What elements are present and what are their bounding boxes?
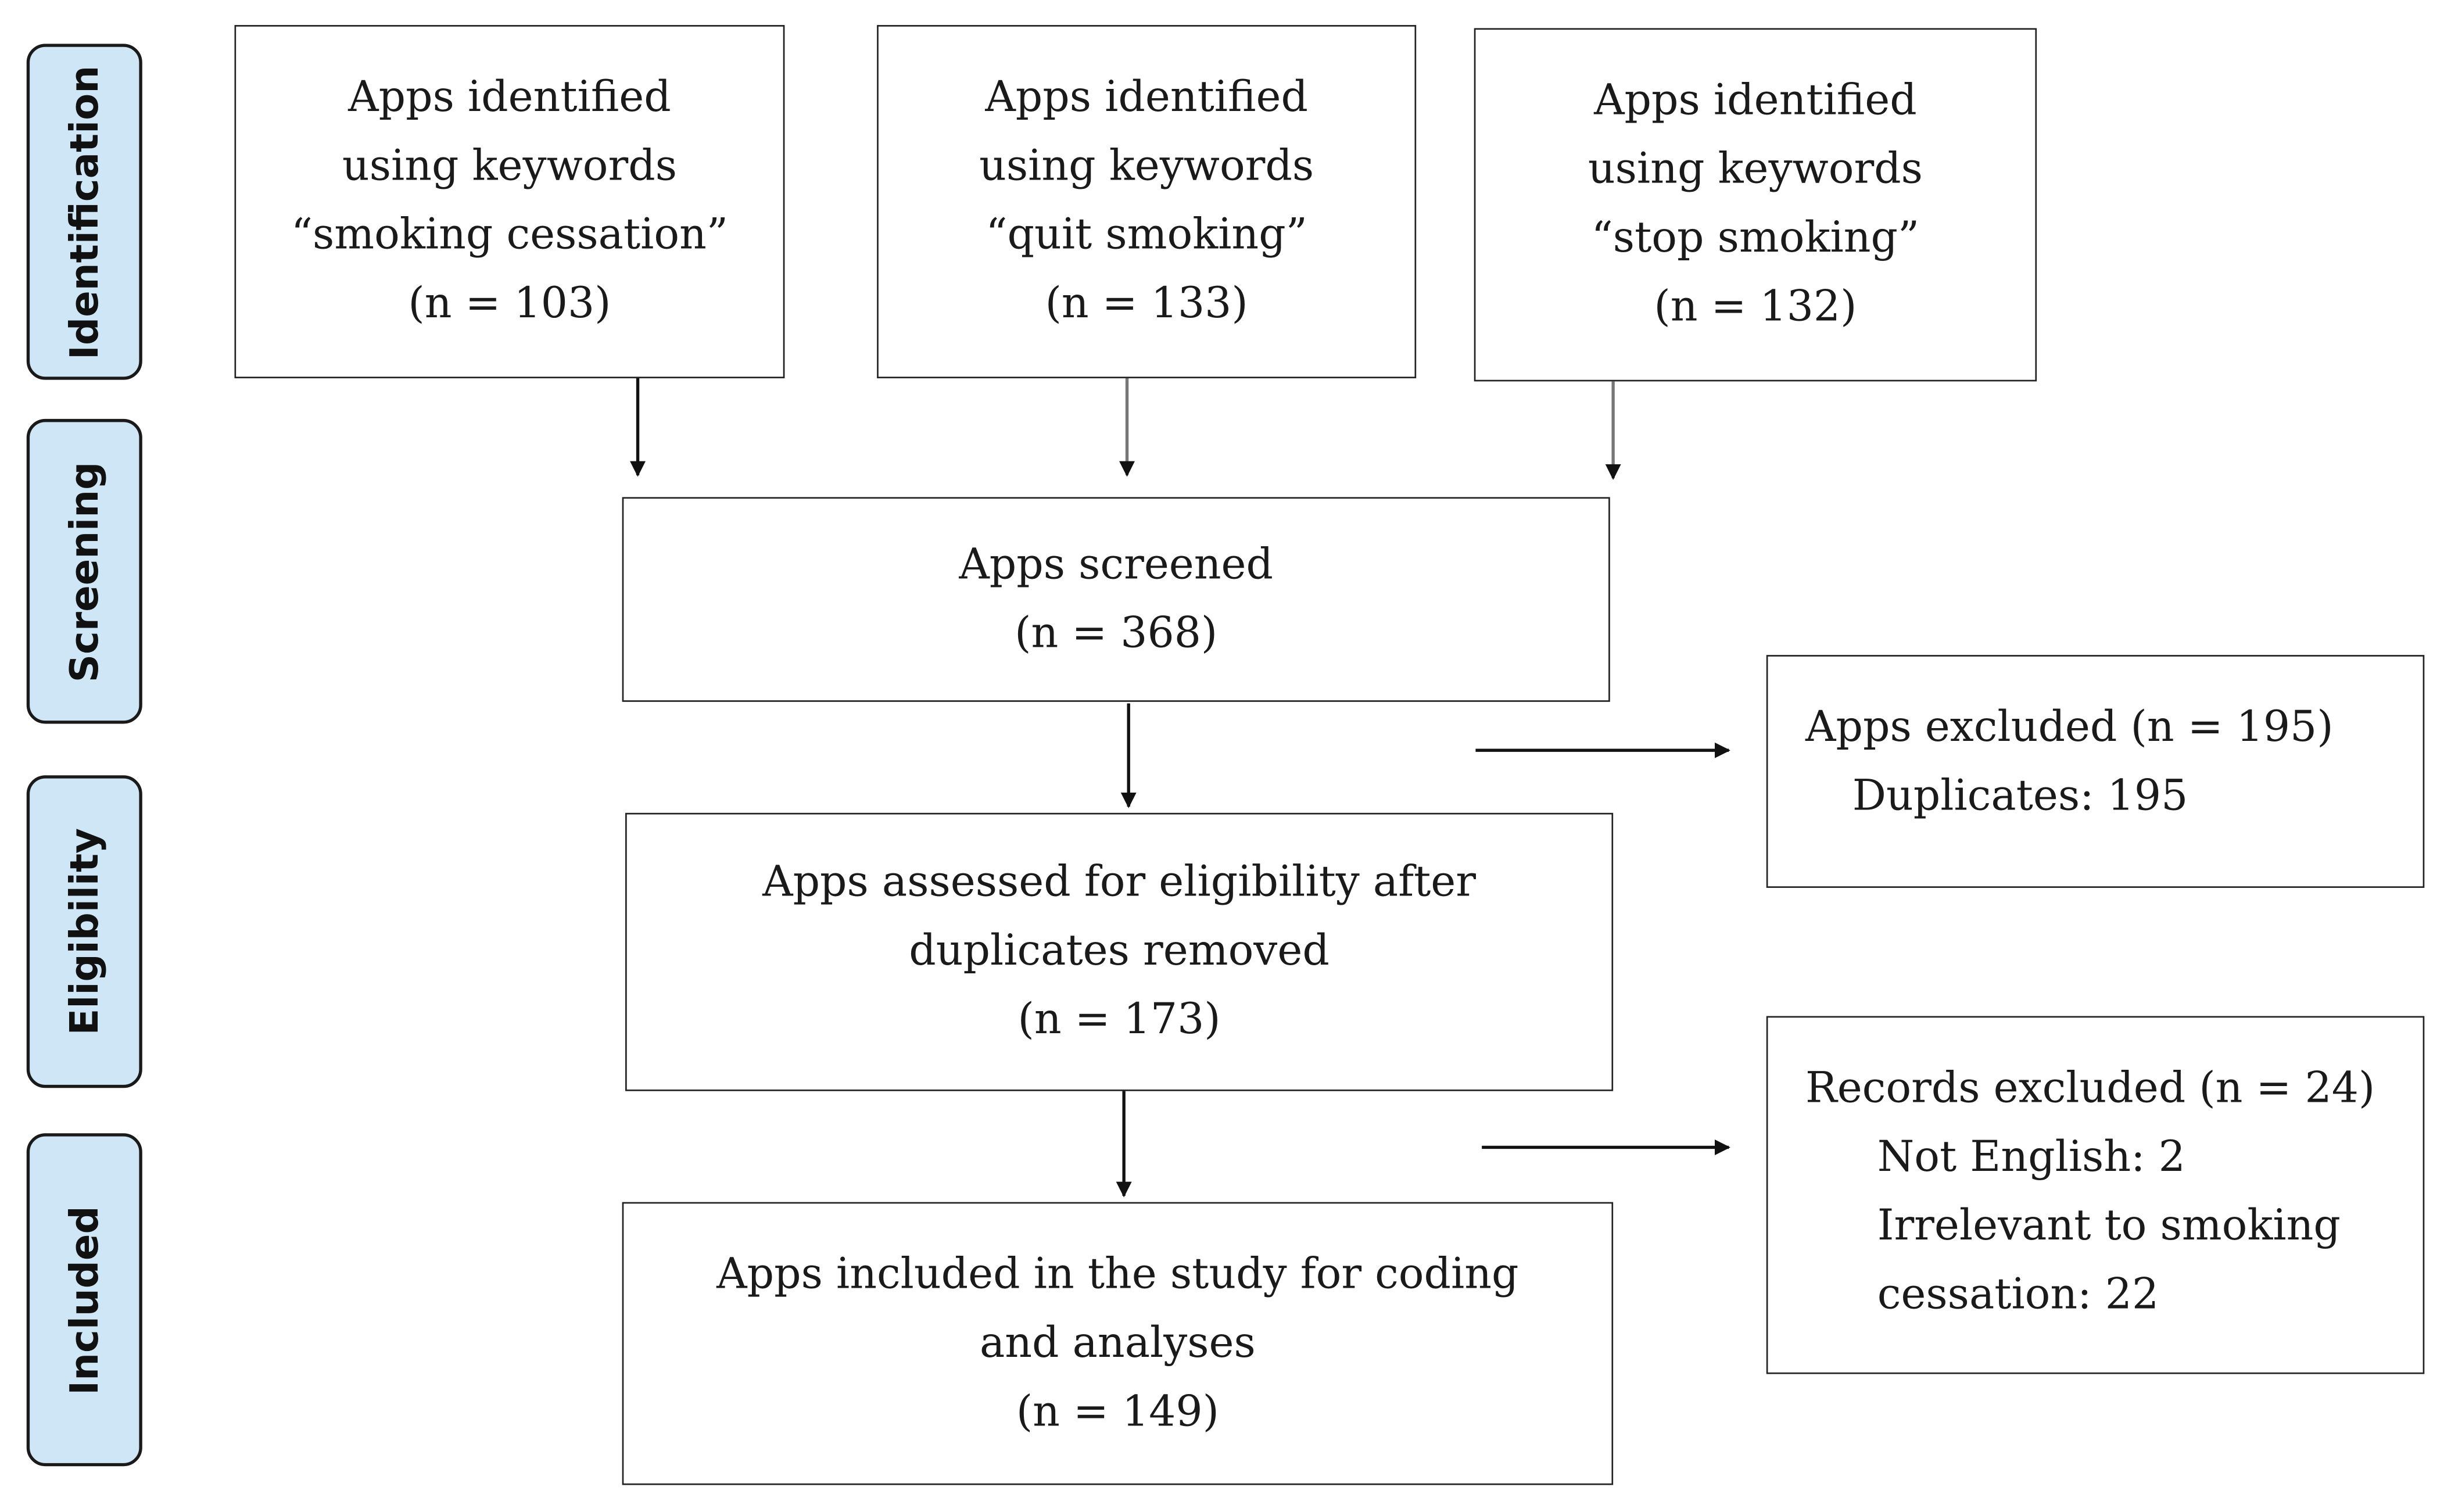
stage-screening: Screening (26, 418, 142, 724)
box-text: using keywords (979, 142, 1314, 191)
keyword-text: “stop smoking” (1591, 214, 1920, 263)
keyword-text: “smoking cessation” (291, 211, 729, 260)
eligibility-count: (n = 173) (1017, 995, 1221, 1044)
stage-identification: Identification (26, 44, 142, 380)
count-text: (n = 103) (408, 280, 611, 328)
excluded-records-box: Records excluded (n = 24) Not English: 2… (1766, 1016, 2425, 1374)
box-text: using keywords (1588, 145, 1923, 194)
included-box: Apps included in the study for coding an… (622, 1202, 1614, 1485)
count-text: (n = 133) (1045, 280, 1248, 328)
screened-count: (n = 368) (1015, 608, 1218, 658)
identified-box-stop-smoking: Apps identified using keywords “stop smo… (1474, 28, 2037, 382)
box-text: Apps identified (1594, 76, 1917, 126)
excluded-irrelevant: Irrelevant to smoking (1877, 1202, 2341, 1251)
excluded-not-english: Not English: 2 (1877, 1133, 2185, 1182)
eligibility-box: Apps assessed for eligibility after dupl… (625, 812, 1614, 1091)
box-text: using keywords (342, 142, 678, 191)
excluded-records-title: Records excluded (n = 24) (1805, 1064, 2375, 1113)
identified-box-smoking-cessation: Apps identified using keywords “smoking … (234, 25, 785, 378)
identified-box-quit-smoking: Apps identified using keywords “quit smo… (877, 25, 1417, 378)
excluded-duplicates-box: Apps excluded (n = 195) Duplicates: 195 (1766, 655, 2425, 888)
excluded-irrelevant: cessation: 22 (1877, 1271, 2159, 1320)
stage-eligibility: Eligibility (26, 775, 142, 1088)
screened-title: Apps screened (959, 540, 1274, 589)
included-count: (n = 149) (1016, 1387, 1219, 1436)
keyword-text: “quit smoking” (986, 211, 1307, 260)
stage-included: Included (26, 1133, 142, 1467)
count-text: (n = 132) (1654, 282, 1857, 332)
excluded-duplicates-detail: Duplicates: 195 (1852, 772, 2188, 821)
box-text: Apps identified (348, 73, 671, 122)
box-text: Apps identified (985, 73, 1308, 122)
screened-box: Apps screened (n = 368) (622, 497, 1610, 702)
eligibility-text: Apps assessed for eligibility after (762, 858, 1477, 907)
included-text: and analyses (979, 1318, 1256, 1367)
eligibility-text: duplicates removed (909, 927, 1330, 976)
excluded-duplicates-title: Apps excluded (n = 195) (1805, 703, 2334, 752)
included-text: Apps included in the study for coding (716, 1249, 1519, 1299)
